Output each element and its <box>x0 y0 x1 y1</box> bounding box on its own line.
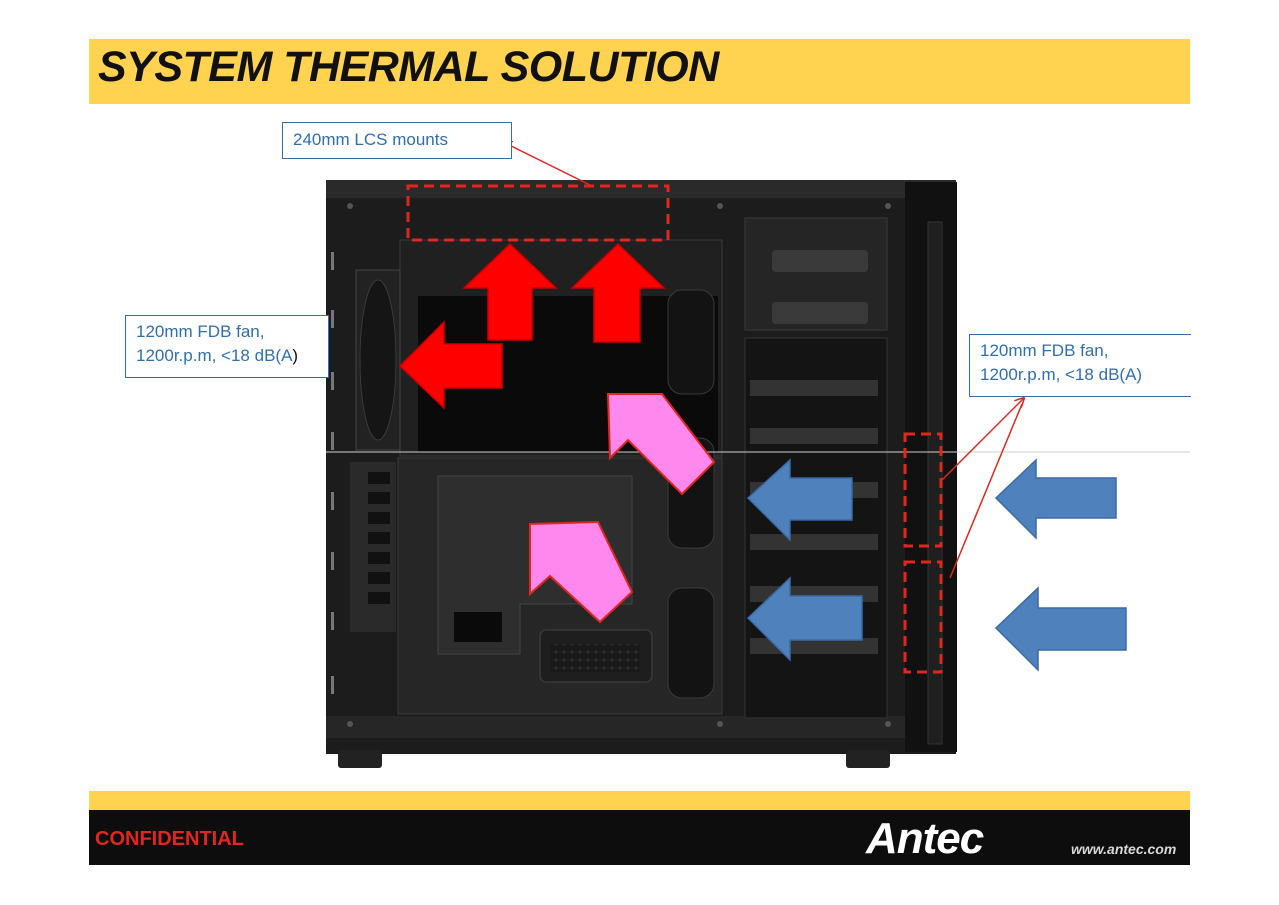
intake-external-arrow-upper <box>994 458 1117 540</box>
rear-fan-callout: 120mm FDB fan, 1200r.p.m, <18 dB(A) <box>125 315 329 378</box>
rear-fan-line-2-end: ) <box>292 346 299 365</box>
front-fan-line-2: 1200r.p.m, <18 dB(A) <box>980 365 1143 384</box>
footer-stripe <box>89 791 1190 810</box>
intake-internal-arrow-lower <box>746 576 863 662</box>
lcs-mounts-label: 240mm LCS mounts <box>293 130 448 149</box>
front-fan-highlight-upper <box>903 432 943 548</box>
internal-flow-arrow-lower <box>529 520 634 624</box>
intake-external-arrow-lower <box>994 586 1127 672</box>
title-bar <box>89 39 1190 104</box>
internal-flow-arrow-upper <box>606 393 716 496</box>
lcs-leader-line <box>503 142 593 187</box>
page-title: SYSTEM THERMAL SOLUTION <box>98 43 719 91</box>
exhaust-up-arrow-2 <box>570 242 666 343</box>
antec-logo: Antec <box>866 814 984 863</box>
rear-fan-line-2: 1200r.p.m, <18 dB(A) <box>136 344 318 368</box>
rear-fan-line-2-text: 1200r.p.m, <18 dB(A <box>136 346 293 365</box>
website-link: www.antec.com <box>1071 841 1177 857</box>
lcs-mounts-callout: 240mm LCS mounts <box>282 122 512 159</box>
front-fan-leader-line-1 <box>941 398 1024 481</box>
front-fan-highlight-lower <box>903 560 943 674</box>
footer-bar <box>89 810 1190 865</box>
exhaust-rear-arrow <box>398 320 503 410</box>
front-fan-callout: 120mm FDB fan, 1200r.p.m, <18 dB(A) <box>969 334 1191 397</box>
lcs-mount-highlight <box>406 184 670 242</box>
rear-fan-line-1: 120mm FDB fan, <box>136 322 265 341</box>
exhaust-up-arrow-1 <box>462 242 558 341</box>
front-fan-line-1: 120mm FDB fan, <box>980 341 1109 360</box>
confidential-label: CONFIDENTIAL <box>95 828 244 850</box>
intake-internal-arrow-upper <box>746 458 853 542</box>
front-fan-leader-line-2 <box>949 403 1023 579</box>
